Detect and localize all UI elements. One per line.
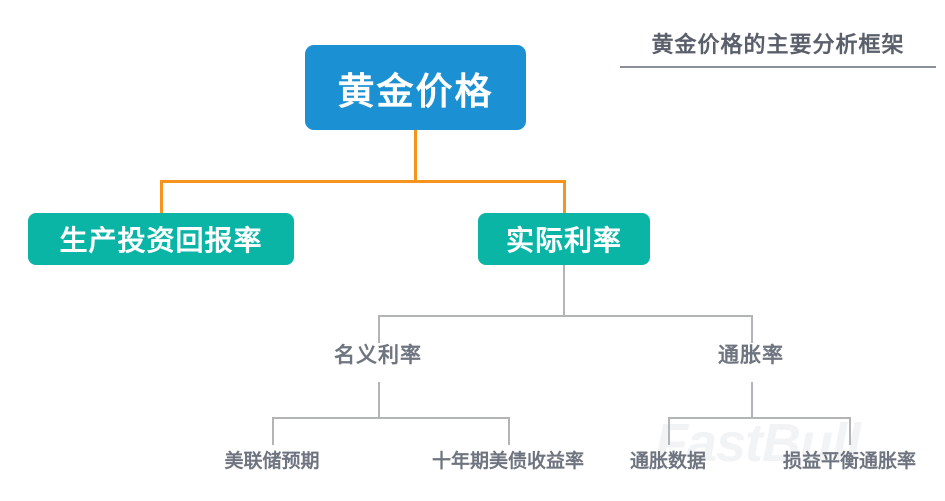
- node-gold-price[interactable]: 黄金价格: [305, 45, 526, 130]
- node-real-rate-label: 实际利率: [505, 225, 622, 256]
- node-fed-expectation[interactable]: 美联储预期: [192, 449, 352, 475]
- connector-root-stem: [414, 130, 417, 182]
- title-underline: [620, 66, 936, 68]
- connector-nominal-rate-bus: [272, 417, 510, 419]
- node-nominal-rate[interactable]: 名义利率: [288, 343, 468, 369]
- connector-to-inflation-rate: [751, 315, 753, 343]
- watermark-fastbull: FastBull: [655, 413, 861, 473]
- connector-to-production-roi: [160, 180, 163, 215]
- node-production-roi[interactable]: 生产投资回报率: [28, 213, 294, 265]
- node-breakeven-inflation-label: 损益平衡通胀率: [782, 451, 916, 472]
- connector-to-ust10y-yield: [508, 417, 510, 445]
- node-inflation-data-label: 通胀数据: [629, 451, 706, 472]
- node-fed-expectation-label: 美联储预期: [224, 451, 320, 472]
- diagram-title-block: 黄金价格的主要分析框架: [620, 30, 936, 68]
- connector-nominal-rate-stem: [378, 382, 380, 419]
- node-ust10y-yield[interactable]: 十年期美债收益率: [432, 449, 584, 475]
- node-ust10y-yield-label: 十年期美债收益率: [432, 451, 585, 472]
- page-title: 黄金价格的主要分析框架: [651, 32, 905, 57]
- connector-to-fed-expectation: [272, 417, 274, 445]
- connector-real-rate-bus: [378, 315, 753, 317]
- node-nominal-rate-label: 名义利率: [334, 344, 422, 367]
- node-inflation-data[interactable]: 通胀数据: [598, 449, 738, 475]
- connector-to-inflation-data: [668, 417, 670, 445]
- node-gold-price-label: 黄金价格: [337, 70, 494, 112]
- connector-inflation-rate-bus: [668, 417, 851, 419]
- node-inflation-rate[interactable]: 通胀率: [681, 343, 821, 369]
- connector-inflation-rate-stem: [751, 382, 753, 419]
- connector-real-rate-stem: [563, 265, 565, 316]
- node-real-rate[interactable]: 实际利率: [478, 213, 650, 265]
- node-production-roi-label: 生产投资回报率: [59, 225, 263, 256]
- node-breakeven-inflation[interactable]: 损益平衡通胀率: [777, 449, 922, 475]
- connector-to-nominal-rate: [378, 315, 380, 343]
- connector-to-breakeven-inflation: [849, 417, 851, 445]
- connector-to-real-rate: [563, 180, 566, 215]
- connector-root-bus: [160, 180, 566, 183]
- node-inflation-rate-label: 通胀率: [718, 344, 784, 367]
